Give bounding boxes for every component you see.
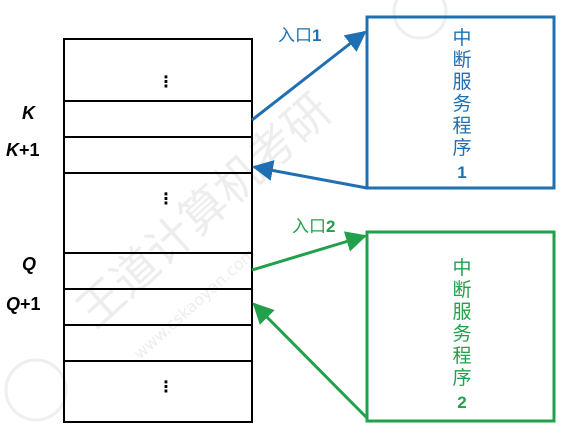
row-labels: K K+1 Q Q+1 xyxy=(6,103,41,314)
arrow-k-to-isr1-icon xyxy=(251,30,367,122)
row-label-q-plus-1: Q+1 xyxy=(6,294,41,314)
entry-1-label: 入口1 xyxy=(278,26,321,46)
arrow-q-to-isr2-icon xyxy=(251,231,368,272)
watermark: 王道计算机考研 www.cskaoyan.com xyxy=(4,0,448,422)
entry-2-label: 入口2 xyxy=(292,217,335,237)
ellipsis-top: ⋮ xyxy=(158,72,174,91)
isr-2-number: 2 xyxy=(457,393,466,412)
isr-box-1: 中 断 服 务 程 序 1 xyxy=(365,15,556,190)
row-label-q-plus-1-var: Q xyxy=(6,294,20,314)
isr-1-char: 服 xyxy=(452,71,471,93)
isr-1-char: 务 xyxy=(452,93,471,115)
vector-table: ⋮ ⋮ ⋮ xyxy=(63,38,253,423)
isr-1-number: 1 xyxy=(457,163,466,182)
arrow-isr1-return-icon xyxy=(251,160,368,190)
isr-box-2: 中 断 服 务 程 序 2 xyxy=(365,230,556,423)
row-label-k-plus-1-suffix: +1 xyxy=(19,140,40,160)
isr-1-char: 序 xyxy=(452,137,471,159)
isr-2-char: 中 xyxy=(452,257,471,279)
isr-2-char: 务 xyxy=(452,323,471,345)
isr-box-2-border xyxy=(365,230,556,423)
isr-box-1-border xyxy=(365,15,556,190)
entry-2-label-number: 2 xyxy=(326,217,335,236)
vector-table-border xyxy=(63,38,253,423)
entry-2-label-text: 入口 xyxy=(292,217,326,237)
entry-1-label-text: 入口 xyxy=(278,26,312,46)
isr-2-char: 程 xyxy=(452,345,471,367)
ellipsis-middle: ⋮ xyxy=(158,189,174,208)
row-label-k: K xyxy=(22,103,37,123)
row-label-q: Q xyxy=(22,254,36,274)
row-label-k-plus-1: K+1 xyxy=(6,140,40,160)
ellipsis-bottom: ⋮ xyxy=(158,377,174,396)
row-label-q-plus-1-suffix: +1 xyxy=(20,294,41,314)
isr-1-char: 中 xyxy=(452,27,471,49)
isr-2-char: 断 xyxy=(452,279,471,301)
isr-1-char: 程 xyxy=(452,115,471,137)
arrow-isr2-return-icon xyxy=(252,302,369,420)
isr-2-char: 服 xyxy=(452,301,471,323)
isr-1-char: 断 xyxy=(452,49,471,71)
watermark-seal-icon xyxy=(392,0,448,40)
row-label-k-plus-1-var: K xyxy=(6,140,21,160)
watermark-seal-icon xyxy=(4,358,68,422)
entry-1-label-number: 1 xyxy=(312,26,321,45)
isr-2-char: 序 xyxy=(452,367,471,389)
